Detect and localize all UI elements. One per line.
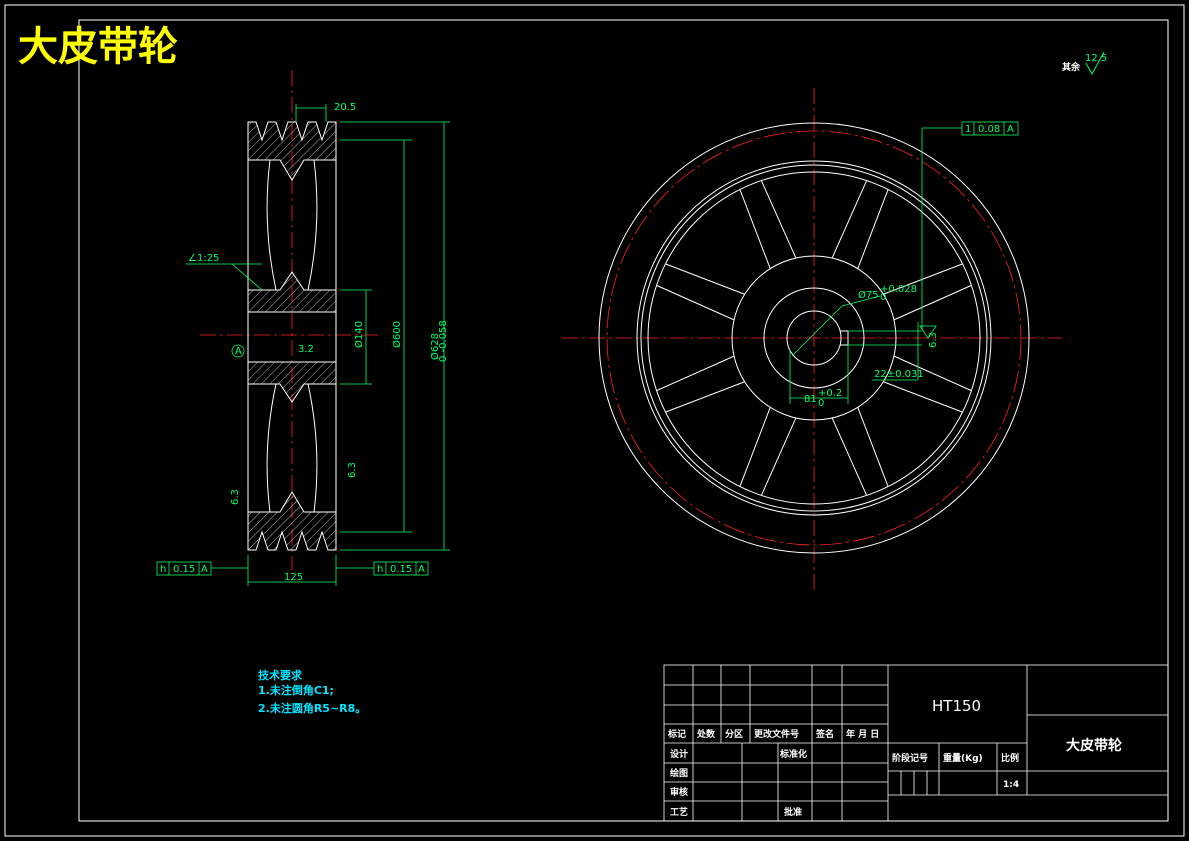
svg-text:A: A	[201, 564, 208, 575]
taper-label: ∠1:25	[188, 253, 219, 264]
drawing-title: 大皮带轮	[18, 24, 178, 70]
spoke-edge	[857, 407, 889, 487]
hub-bottom-section	[247, 361, 337, 403]
outer-rim-circle	[598, 122, 1030, 554]
surface-value: 12.5	[1085, 53, 1107, 64]
spoke-edge	[665, 263, 745, 295]
svg-text:1: 1	[965, 124, 971, 135]
front-runout-frame: 1 0.08 A	[961, 121, 1019, 136]
front-bore-tol-lower: 0	[880, 292, 886, 303]
part-name: 大皮带轮	[1066, 737, 1122, 754]
dim-dia-mid: Ø600	[391, 321, 403, 348]
svg-text:标记: 标记	[667, 728, 686, 740]
spoke-edge	[665, 381, 745, 413]
svg-text:h: h	[377, 564, 383, 575]
spoke-edge	[760, 180, 797, 259]
title-block	[663, 664, 1169, 822]
spokes	[656, 180, 972, 496]
key-roughness-icon	[919, 325, 937, 339]
front-keyway-depth: 81	[804, 394, 817, 405]
pitch-circle	[606, 130, 1022, 546]
svg-text:A: A	[418, 564, 425, 575]
svg-text:处数: 处数	[696, 728, 716, 740]
title-headers: 标记 处数 分区 更改文件号 签名 年 月 日	[667, 728, 879, 740]
spoke-edge	[656, 355, 735, 392]
dim-groove: 20.5	[334, 102, 356, 113]
svg-text:A: A	[1007, 124, 1014, 135]
bore-circle	[786, 310, 842, 366]
svg-text:0.08: 0.08	[978, 124, 1000, 135]
tech-line-2: 2.未注圆角R5~R8。	[258, 701, 366, 715]
rough-side-1: 6.3	[347, 462, 358, 478]
runout-frame-right: h 0.15 A	[336, 561, 429, 576]
inner-frame	[78, 19, 1169, 822]
stage-mark-label: 阶段记号	[892, 752, 928, 764]
approve-label: 批准	[784, 806, 802, 818]
front-bore-tol-upper: +0.028	[880, 284, 917, 295]
hub-circle	[731, 255, 897, 421]
top-rim-section	[247, 121, 337, 181]
review-label: 审核	[670, 786, 688, 798]
tech-requirements: 技术要求 1.未注倒角C1; 2.未注圆角R5~R8。	[258, 668, 366, 715]
dim-bore: Ø140	[353, 321, 365, 348]
runout-frame-left: h 0.15 A	[156, 561, 248, 576]
svg-text:更改文件号: 更改文件号	[754, 728, 799, 740]
rough-side-2: 6.3	[230, 489, 241, 505]
spoke-edge	[739, 189, 771, 269]
front-keyway-depth-tol-upper: +0.2	[818, 388, 842, 399]
spoke-edge	[831, 180, 868, 259]
svg-text:h: h	[160, 564, 166, 575]
drawing-label: 绘图	[670, 767, 688, 779]
svg-text:年 月 日: 年 月 日	[846, 728, 879, 740]
bottom-rim-section	[247, 491, 337, 551]
rough-bore: 3.2	[298, 344, 314, 355]
spoke-edge	[857, 189, 889, 269]
svg-text:0.15: 0.15	[173, 564, 195, 575]
keyway	[840, 330, 849, 346]
roughness-symbol-icon: 12.5	[1085, 51, 1107, 76]
weight-label: 重量(Kg)	[943, 752, 983, 764]
dim-dia-outer-tol: 0 -0.058	[438, 320, 449, 362]
outer-frame	[4, 4, 1185, 837]
dim-width: 125	[284, 572, 303, 583]
spoke-edge	[760, 417, 797, 496]
front-keyway-depth-tol-lower: 0	[818, 398, 824, 409]
datum-a-icon	[231, 344, 245, 358]
spoke-edge	[893, 355, 972, 392]
scale-value: 1:4	[1003, 780, 1019, 790]
surface-note: 其余	[1062, 61, 1081, 73]
design-label: 设计	[670, 748, 688, 760]
spoke-edge	[893, 284, 972, 321]
material-label: HT150	[932, 697, 981, 715]
hub-top-section	[247, 271, 337, 313]
front-bore: Ø75	[858, 289, 879, 301]
spoke-edge	[739, 407, 771, 487]
spoke-edge	[883, 263, 963, 295]
front-rough-key: 6.3	[928, 332, 939, 348]
front-keyway-width: 22±0.031	[874, 369, 924, 380]
tech-line-1: 1.未注倒角C1;	[258, 683, 334, 697]
svg-text:分区: 分区	[725, 728, 743, 740]
spoke-edge	[831, 417, 868, 496]
dim-dia-outer: Ø628	[429, 333, 441, 360]
datum-label: A	[235, 346, 242, 357]
front-view: Ø75 +0.028 0 81 +0.2 0 22±0.031 6.3 1 0.…	[562, 88, 1062, 590]
scale-label: 比例	[1001, 752, 1019, 764]
craft-label: 工艺	[670, 806, 688, 818]
side-view: 20.5 125 ∠1:25 A Ø140 Ø600 Ø628 0 -0.058…	[156, 70, 450, 586]
svg-text:0.15: 0.15	[390, 564, 412, 575]
spoke-edge	[883, 381, 963, 413]
standard-label: 标准化	[779, 748, 807, 760]
spoke-edge	[656, 284, 735, 321]
tech-heading: 技术要求	[258, 668, 303, 682]
svg-text:签名: 签名	[815, 728, 834, 740]
